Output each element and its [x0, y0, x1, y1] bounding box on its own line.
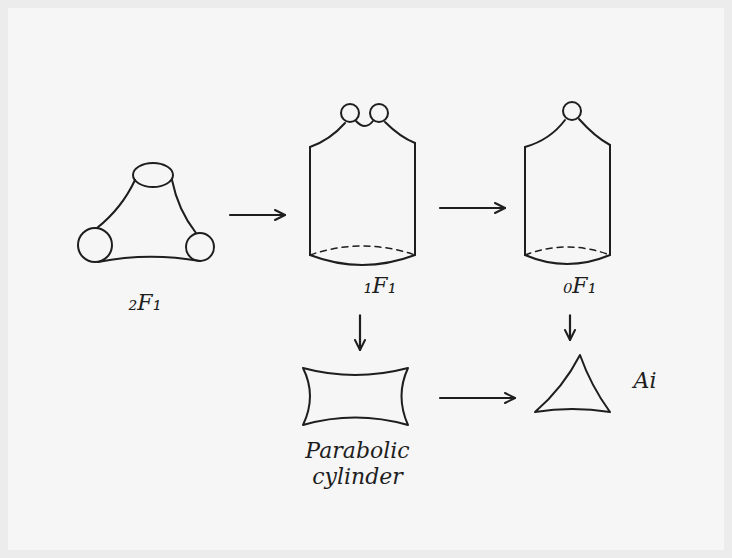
outline-stroke	[525, 247, 610, 255]
shape-outline	[515, 85, 625, 305]
outline-stroke	[310, 123, 345, 147]
cylinder-two-loops: ₁F₁	[295, 85, 430, 305]
outline-stroke	[310, 246, 415, 255]
outline-stroke	[172, 180, 196, 233]
outline-stroke	[563, 102, 581, 120]
outline-stroke	[356, 121, 373, 126]
outline-stroke	[525, 255, 610, 264]
outline-stroke	[310, 255, 415, 265]
airy-triangle: Ai	[525, 350, 675, 420]
outline-stroke	[525, 120, 565, 147]
arrow-connector	[230, 214, 285, 216]
node-label: Parabolic cylinder	[285, 438, 430, 491]
outline-stroke	[186, 233, 214, 261]
arrow-connector	[359, 315, 361, 350]
outline-stroke	[303, 368, 408, 425]
node-label: ₂F₁	[95, 290, 195, 316]
outline-stroke	[78, 228, 112, 262]
outline-stroke	[133, 163, 173, 187]
node-label: ₀F₁	[540, 273, 620, 299]
outline-stroke	[341, 104, 359, 122]
arrow-connector	[440, 207, 505, 209]
outline-stroke	[414, 143, 416, 255]
outline-stroke	[535, 355, 610, 412]
parabolic-cylinder-shape: Parabolic cylinder	[285, 360, 430, 500]
node-label: ₁F₁	[335, 273, 425, 299]
node-label: Ai	[625, 368, 665, 394]
outline-stroke	[98, 257, 200, 262]
arrow-connector	[440, 397, 515, 399]
pants-surface: ₂F₁	[70, 160, 220, 330]
arrow-connector	[569, 315, 571, 340]
outline-stroke	[609, 145, 611, 255]
shape-outline	[295, 85, 430, 305]
outline-stroke	[524, 147, 526, 255]
outline-stroke	[370, 104, 388, 122]
outline-stroke	[579, 119, 610, 145]
outline-stroke	[97, 180, 135, 228]
cylinder-one-loop: ₀F₁	[515, 85, 625, 305]
outline-stroke	[385, 122, 415, 143]
outline-stroke	[309, 147, 311, 255]
